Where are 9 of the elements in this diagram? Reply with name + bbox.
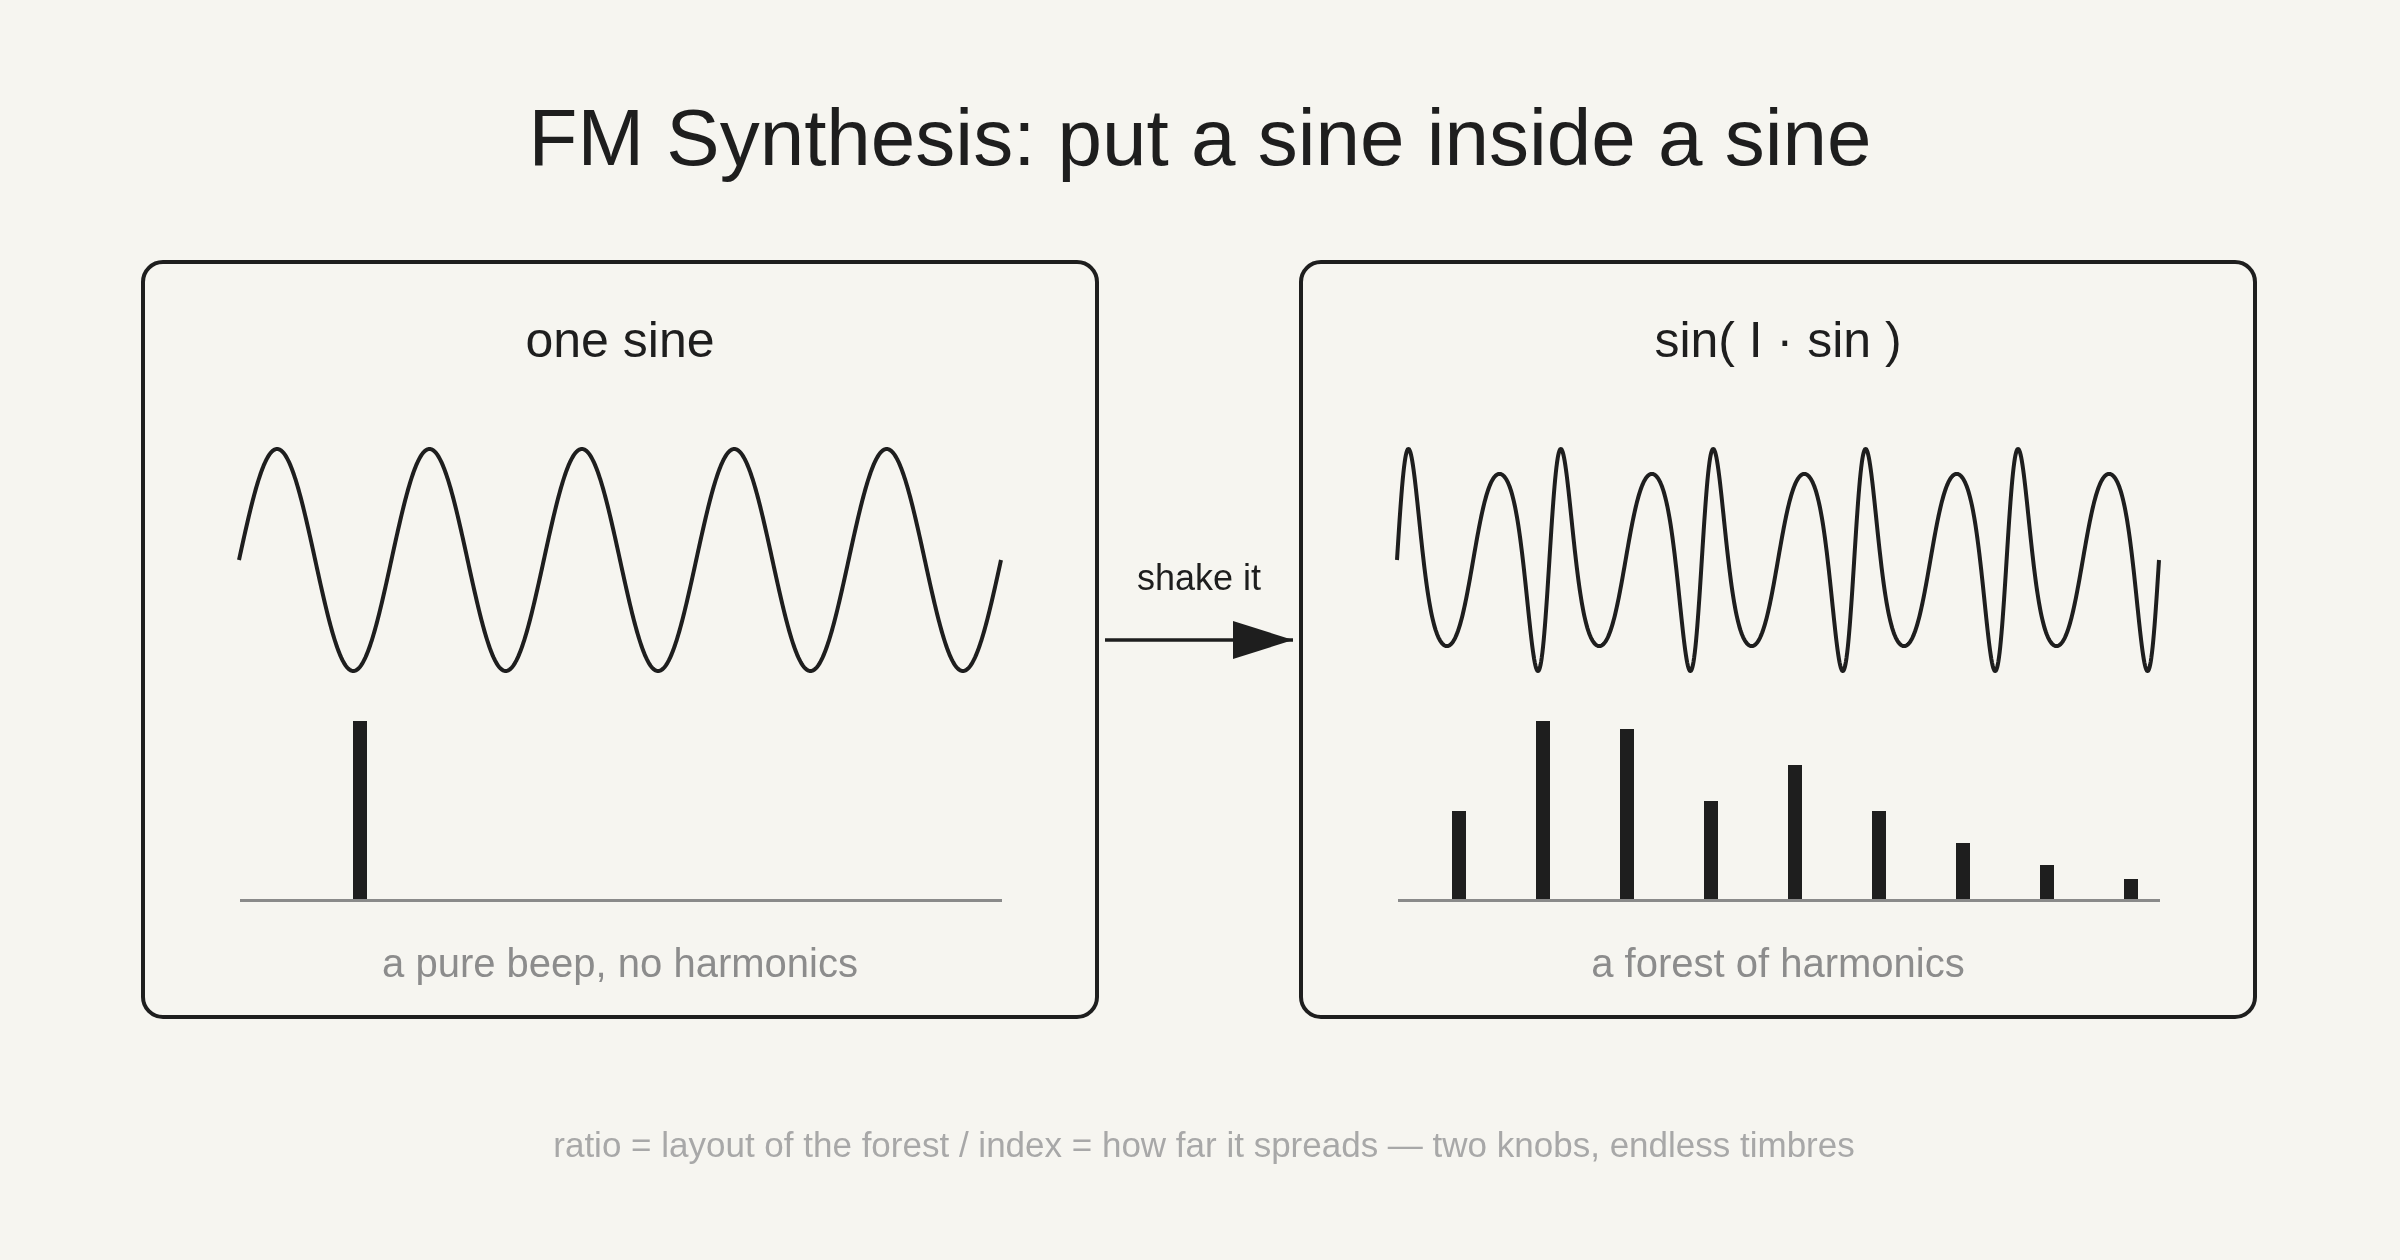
title: FM Synthesis: put a sine inside a sine	[528, 92, 1872, 184]
panel-caption: a pure beep, no harmonics	[382, 940, 858, 986]
panel-heading: sin( I · sin )	[1654, 312, 1902, 370]
caption: ratio = layout of the forest / index = how far it spreads — two knobs, endless timbres	[553, 1125, 1855, 1166]
panel-card	[1299, 260, 2257, 1019]
panel-caption: a forest of harmonics	[1591, 940, 1965, 986]
arrow	[1105, 621, 1293, 659]
panel-card	[141, 260, 1099, 1019]
panel-heading: one sine	[525, 312, 715, 370]
